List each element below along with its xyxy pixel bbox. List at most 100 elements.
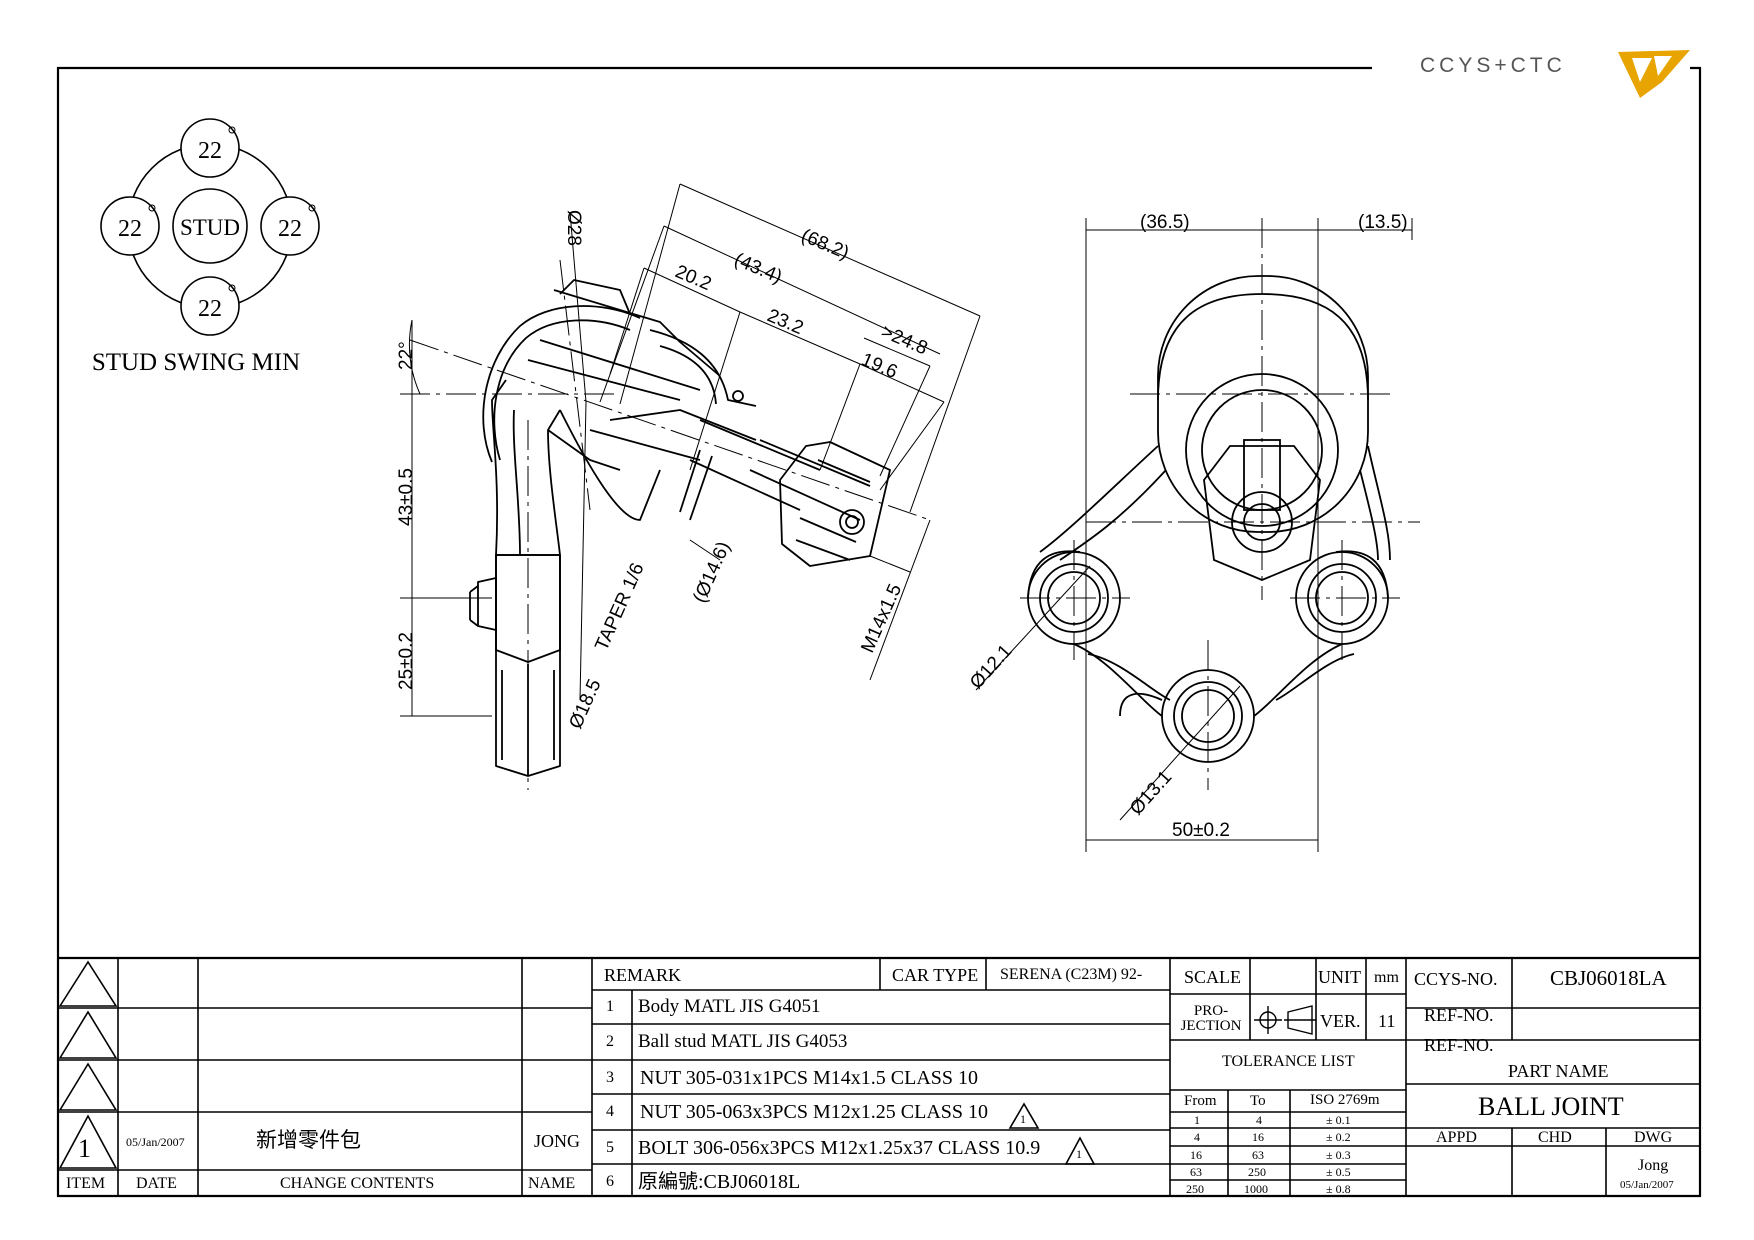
drawn-date: 05/Jan/2007 — [1620, 1179, 1674, 1191]
remark-no-3: 3 — [606, 1069, 614, 1086]
tol-row3-val: ± 0.3 — [1326, 1148, 1351, 1162]
dim-m14: M14x1.5 — [857, 581, 906, 656]
dim-25: 25±0.2 — [396, 632, 417, 690]
stud-swing-diagram — [100, 118, 320, 336]
remark-rev-mark-5: 1 — [1076, 1147, 1082, 1161]
remark-text-3: NUT 305-031x1PCS M14x1.5 CLASS 10 — [640, 1067, 979, 1089]
tol-row5-from: 250 — [1186, 1182, 1204, 1196]
header-change-contents: CHANGE CONTENTS — [280, 1175, 435, 1192]
dim-d28: Ø28 — [563, 210, 584, 246]
remark-text-6: 原編號:CBJ06018L — [638, 1171, 801, 1193]
dim-23-2: 23.2 — [764, 305, 806, 339]
logo-mark — [1618, 50, 1690, 98]
tol-row2-to: 16 — [1252, 1130, 1264, 1144]
title-block-grid — [58, 958, 1700, 1196]
change-item-1: 1 — [78, 1134, 91, 1163]
remark-no-1: 1 — [606, 998, 614, 1015]
tol-header-iso: ISO 2769m — [1310, 1092, 1380, 1108]
appd-label: APPD — [1436, 1129, 1477, 1146]
tol-row2-from: 4 — [1194, 1130, 1200, 1144]
tol-row3-from: 16 — [1190, 1148, 1202, 1162]
change-triangles — [58, 960, 1096, 1169]
swing-center-label: STUD — [180, 215, 240, 240]
housing-outer — [482, 305, 641, 463]
tol-row4-val: ± 0.5 — [1326, 1165, 1351, 1179]
chd-label: CHD — [1538, 1129, 1572, 1146]
tol-row4-from: 63 — [1190, 1165, 1202, 1179]
remark-no-2: 2 — [606, 1033, 614, 1050]
ver-value: 11 — [1378, 1011, 1396, 1031]
dim-36-5: (36.5) — [1140, 212, 1190, 233]
dim-d14-6: (Ø14.6) — [689, 539, 734, 606]
dim-d18-5: Ø18.5 — [565, 676, 605, 732]
top-castle-nut — [1203, 445, 1321, 581]
swing-caption: STUD SWING MIN — [92, 349, 300, 376]
tol-row4-to: 250 — [1248, 1165, 1266, 1179]
castle-nut — [779, 441, 891, 567]
remark-no-6: 6 — [606, 1173, 614, 1190]
tolerance-title: TOLERANCE LIST — [1222, 1053, 1355, 1070]
ref-label-2: REF-NO. — [1424, 1035, 1494, 1055]
boot — [649, 329, 757, 407]
swing-labels: 22 22 22 22 STUD STUD SWING MIN — [92, 138, 302, 376]
change-name-1: JONG — [534, 1131, 581, 1151]
remark-text-4: NUT 305-063x3PCS M12x1.25 CLASS 10 — [640, 1101, 989, 1123]
dim-taper: TAPER 1/6 — [591, 560, 648, 654]
ccys-label: CCYS-NO. — [1414, 969, 1498, 989]
drawn-by: Jong — [1638, 1157, 1669, 1174]
change-content-1: 新增零件包 — [256, 1128, 361, 1152]
car-type-value: SERENA (C23M) 92- — [1000, 966, 1143, 983]
tol-row3-to: 63 — [1252, 1148, 1264, 1162]
company-logo: CCYS+CTC — [1420, 54, 1566, 77]
header-date: DATE — [136, 1175, 177, 1192]
header-name: NAME — [528, 1175, 576, 1192]
dim-50: 50±0.2 — [1172, 820, 1230, 841]
tol-row5-to: 1000 — [1244, 1182, 1268, 1196]
top-dimension-lines — [975, 218, 1413, 852]
dim-68-2: (68.2) — [798, 225, 852, 264]
remark-header: REMARK — [604, 965, 682, 985]
ccys-number: CBJ06018LA — [1550, 966, 1667, 990]
header-item: ITEM — [66, 1175, 106, 1192]
dwg-label: DWG — [1634, 1129, 1673, 1146]
dim-d13-1: Ø13.1 — [1126, 767, 1176, 820]
side-centerlines — [400, 259, 931, 790]
top-centerlines — [1020, 218, 1420, 790]
change-date-1: 05/Jan/2007 — [126, 1135, 185, 1149]
dim-19-6: 19.6 — [858, 349, 900, 383]
side-dimension-lines — [400, 183, 981, 717]
neck-left — [491, 379, 507, 556]
dim-13-5: (13.5) — [1358, 212, 1408, 233]
dim-43: 43±0.5 — [396, 468, 417, 526]
tol-row1-to: 4 — [1256, 1113, 1262, 1127]
car-type-label: CAR TYPE — [892, 965, 979, 985]
tol-header-to: To — [1250, 1093, 1266, 1109]
ref-label-1: REF-NO. — [1424, 1005, 1494, 1025]
tol-row1-from: 1 — [1194, 1113, 1200, 1127]
swing-angle-right: 22 — [278, 216, 302, 242]
dim-24-8: >24.8 — [878, 321, 930, 359]
unit-label: UNIT — [1318, 967, 1361, 987]
swing-angle-left: 22 — [118, 216, 142, 242]
tol-row1-val: ± 0.1 — [1326, 1113, 1351, 1127]
tol-row2-val: ± 0.2 — [1326, 1130, 1351, 1144]
degree-marks — [148, 126, 316, 292]
remark-text-2: Ball stud MATL JIS G4053 — [638, 1031, 848, 1052]
side-dimension-labels: Ø28 (68.2) (43.4) 20.2 23.2 >24.8 19.6 2… — [396, 210, 931, 732]
part-name: BALL JOINT — [1478, 1092, 1624, 1121]
ver-label: VER. — [1320, 1011, 1361, 1031]
remark-no-4: 4 — [606, 1103, 614, 1120]
part-name-label: PART NAME — [1508, 1061, 1609, 1081]
dim-d12-1: Ø12.1 — [966, 641, 1016, 694]
tol-header-from: From — [1184, 1093, 1217, 1109]
dim-20-2: 20.2 — [672, 261, 714, 295]
remark-text-1: Body MATL JIS G4051 — [638, 996, 821, 1017]
tol-row5-val: ± 0.8 — [1326, 1182, 1351, 1196]
projection-label: PRO-JECTION — [1180, 1003, 1242, 1034]
drawing-border — [56, 66, 1702, 1198]
housing-top — [1157, 275, 1369, 533]
remark-rev-mark-4: 1 — [1020, 1112, 1026, 1126]
side-view-ball-joint — [469, 279, 891, 777]
flange-outline — [1039, 445, 1391, 701]
